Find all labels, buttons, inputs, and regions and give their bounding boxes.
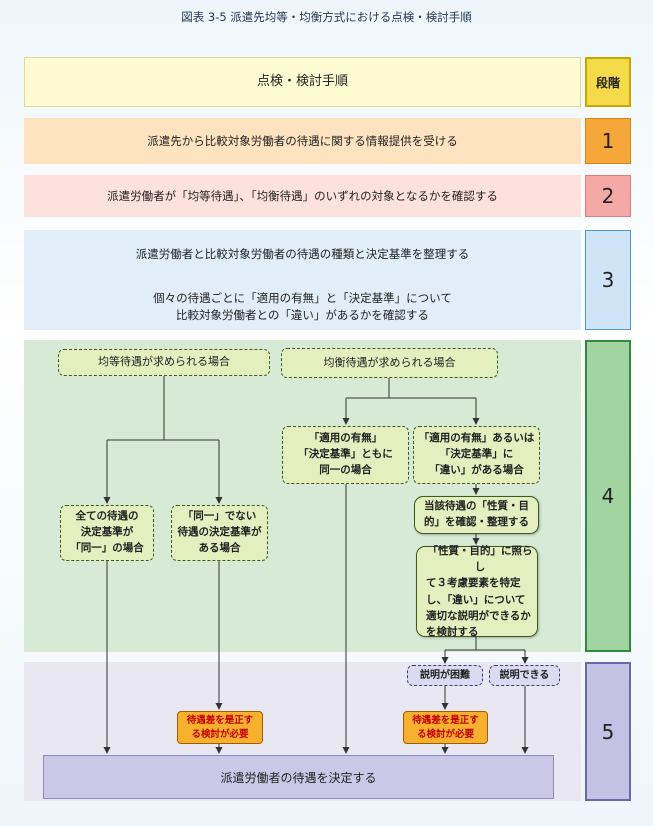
all-same-line-2: 決定基準が [80, 526, 134, 539]
all-same-line-1: 全ての待遇の [75, 510, 139, 523]
stage-5-number: 5 [601, 719, 615, 744]
hard-to-explain-label: 説明が困難 [420, 670, 470, 681]
hard-to-explain-node: 説明が困難 [407, 665, 483, 686]
row-2-band: 派遣労働者が「均等待遇」、「均衡待遇」のいずれの対象となるかを確認する [24, 175, 581, 217]
both-same-node: 「適用の有無」 「決定基準」ともに 同一の場合 [282, 426, 409, 484]
can-explain-node: 説明できる [489, 665, 560, 686]
both-same-line-1: 「適用の有無」 [308, 432, 383, 445]
organize-purpose-node: 当該待遇の「性質・目 的」を確認・整理する [414, 496, 539, 534]
examine-explanation-node: 「性質・目的」に照らし て３考慮要素を特定 し、「違い」について 適切な説明がで… [416, 544, 538, 639]
balance-treatment-label: 均衡待遇が求められる場合 [323, 355, 456, 369]
stage-header-label: 段階 [595, 75, 620, 90]
stage-4-number: 4 [601, 484, 615, 508]
row-3-band: 派遣労働者と比較対象労働者の待遇の種類と決定基準を整理する 個々の待遇ごとに「適… [24, 230, 581, 330]
examine-line-5: を検討する [426, 626, 479, 639]
examine-line-2: て３考慮要素を特定 [426, 577, 521, 590]
not-same-line-2: 待遇の決定基準が [177, 526, 262, 539]
stage-3-badge: 3 [585, 230, 631, 330]
stage-2-number: 2 [601, 184, 615, 208]
equal-treatment-label: 均等待遇が求められる場合 [98, 355, 230, 369]
has-difference-line-2: 「決定基準」に [439, 448, 514, 461]
both-same-line-3: 同一の場合 [319, 463, 372, 476]
organize-line-2: 的」を確認・整理する [424, 516, 529, 528]
final-decision-label: 派遣労働者の待遇を決定する [220, 770, 377, 785]
fix-right-line-2: る検討が必要 [416, 728, 474, 740]
row-3-text-2: 個々の待遇ごとに「適用の有無」と「決定基準」について [153, 291, 452, 305]
row-3-text-3: 比較対象労働者との「違い」があるかを確認する [176, 308, 429, 322]
examine-line-3: し、「違い」について [426, 593, 526, 606]
header-band: 点検・検討手順 [24, 57, 581, 107]
figure-caption: 図表 3-5 派遣先均等・均衡方式における点検・検討手順 [181, 10, 472, 24]
fix-gap-right-node: 待遇差を是正す る検討が必要 [403, 711, 488, 744]
has-difference-line-1: 「適用の有無」あるいは [418, 432, 535, 445]
organize-line-1: 当該待遇の「性質・目 [424, 500, 529, 513]
not-same-node: 「同一」でない 待遇の決定基準が ある場合 [171, 505, 268, 561]
stage-2-badge: 2 [585, 175, 631, 217]
row-2-text: 派遣労働者が「均等待遇」、「均衡待遇」のいずれの対象となるかを確認する [107, 188, 498, 203]
stage-4-badge: 4 [585, 340, 631, 652]
equal-treatment-head: 均等待遇が求められる場合 [58, 349, 270, 376]
row-1-text: 派遣先から比較対象労働者の待遇に関する情報提供を受ける [147, 133, 458, 148]
row-1-band: 派遣先から比較対象労働者の待遇に関する情報提供を受ける [24, 118, 581, 164]
final-decision-box: 派遣労働者の待遇を決定する [43, 755, 554, 799]
fix-left-line-1: 待遇差を是正す [186, 714, 254, 726]
stage-1-number: 1 [601, 129, 615, 153]
stage-3-number: 3 [601, 268, 615, 292]
balance-treatment-head: 均衡待遇が求められる場合 [281, 348, 498, 378]
row-3-text-1: 派遣労働者と比較対象労働者の待遇の種類と決定基準を整理する [135, 247, 470, 261]
examine-line-1: 「性質・目的」に照らし [427, 544, 533, 573]
examine-line-4: 適切な説明ができるか [426, 609, 531, 622]
fix-right-line-1: 待遇差を是正す [412, 714, 479, 726]
stage-5-badge: 5 [585, 662, 631, 801]
all-same-node: 全ての待遇の 決定基準が 「同一」の場合 [60, 505, 154, 561]
stage-1-badge: 1 [585, 118, 631, 164]
not-same-line-3: ある場合 [198, 541, 241, 554]
header-title: 点検・検討手順 [256, 73, 348, 89]
has-difference-node: 「適用の有無」あるいは 「決定基準」に 「違い」がある場合 [413, 426, 540, 484]
both-same-line-2: 「決定基準」ともに [298, 448, 393, 461]
fix-left-line-2: る検討が必要 [191, 728, 249, 740]
all-same-line-3: 「同一」の場合 [70, 541, 144, 554]
not-same-line-1: 「同一」でない [182, 510, 257, 523]
has-difference-line-3: 「違い」がある場合 [429, 463, 524, 476]
stage-header: 段階 [585, 57, 631, 107]
can-explain-label: 説明できる [499, 670, 550, 681]
fix-gap-left-node: 待遇差を是正す る検討が必要 [177, 711, 263, 744]
